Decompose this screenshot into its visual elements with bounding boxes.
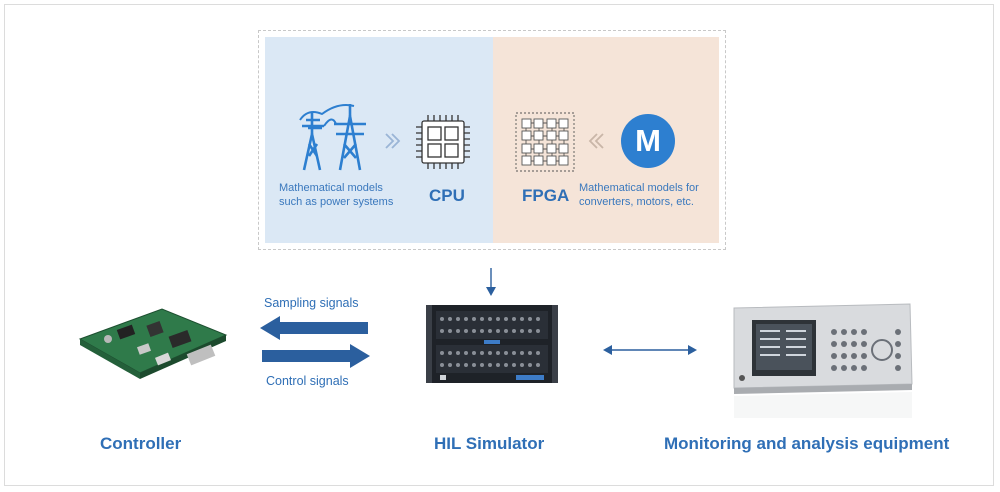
fpga-chip-icon	[515, 112, 575, 172]
bidirectional-arrow	[603, 345, 697, 355]
diagram-frame	[4, 4, 994, 486]
chevron-left-icon	[588, 133, 604, 149]
monitoring-equipment-image	[733, 303, 913, 418]
hil-model-box	[258, 30, 726, 250]
hil-simulator-label: HIL Simulator	[434, 434, 545, 453]
control-signal-arrow	[262, 344, 370, 368]
cpu-label: CPU	[429, 186, 465, 205]
fpga-label: FPGA	[522, 186, 570, 205]
model-to-simulator-arrow	[486, 268, 496, 296]
chevron-right-icon	[385, 133, 401, 149]
sampling-signals-label: Sampling signals	[264, 296, 359, 310]
controller-label: Controller	[100, 434, 182, 453]
power-system-description: Mathematical models such as power system…	[279, 182, 394, 208]
converter-description: Mathematical models for converters, moto…	[579, 182, 699, 208]
sampling-signal-arrow	[260, 316, 368, 340]
controller-board-image	[78, 308, 228, 379]
motor-m-badge: M	[621, 114, 675, 168]
hil-simulator-image	[426, 305, 558, 383]
monitoring-equipment-label: Monitoring and analysis equipment	[664, 434, 950, 453]
control-signals-label: Control signals	[266, 374, 349, 388]
cpu-chip-icon	[416, 115, 470, 169]
transmission-tower-icon	[299, 104, 366, 171]
